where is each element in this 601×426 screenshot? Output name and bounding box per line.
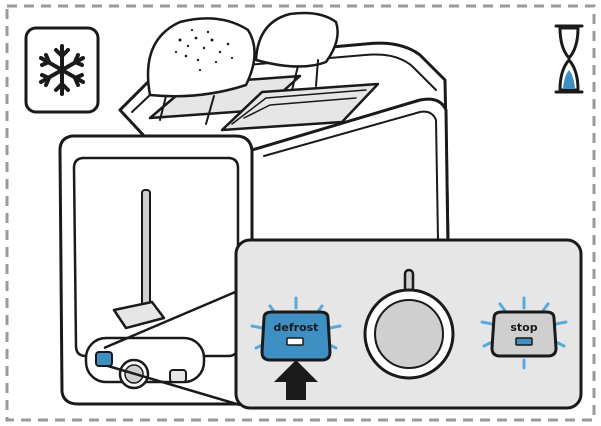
- browning-dial[interactable]: [363, 268, 455, 380]
- dashed-frame: [5, 4, 596, 422]
- bagel-edge: [291, 59, 319, 91]
- mode-icon-box: [24, 26, 100, 114]
- callout-leader: [103, 288, 241, 407]
- bagel-edge: [159, 95, 215, 125]
- slot-rail: [243, 97, 357, 119]
- hourglass-icon: [554, 24, 584, 94]
- bagel-half-left: [146, 17, 256, 98]
- stop-indicator: [515, 337, 533, 346]
- arrow-up-icon: [274, 360, 318, 400]
- lever-slot: [141, 189, 151, 321]
- toaster: [58, 11, 450, 406]
- stop-button[interactable]: [490, 310, 558, 358]
- defrost-button[interactable]: [260, 310, 332, 362]
- bagel-seeds: [174, 28, 234, 72]
- defrost-label: defrost: [274, 321, 319, 334]
- toaster-side: [250, 97, 450, 264]
- stop-label: stop: [510, 321, 537, 334]
- defrost-indicator: [286, 337, 304, 346]
- bagel-half-right: [254, 11, 339, 68]
- slot-rail: [231, 89, 367, 125]
- toaster-slot-right: [220, 82, 380, 132]
- lever[interactable]: [112, 300, 166, 330]
- control-panel-callout: defrost stop: [234, 238, 583, 410]
- snowflake-icon: [39, 44, 85, 96]
- toaster-side-inner: [263, 110, 439, 241]
- defrost-button-small[interactable]: [95, 351, 113, 367]
- stop-button-small[interactable]: [169, 369, 187, 383]
